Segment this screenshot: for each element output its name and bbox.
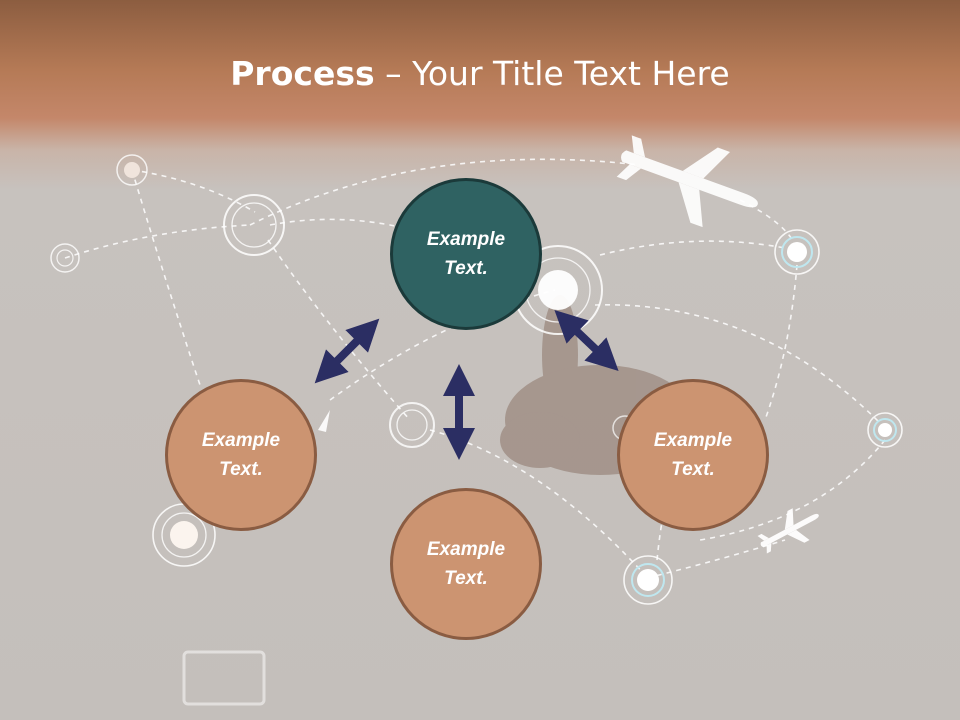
- node-right-line2: Text.: [671, 459, 715, 480]
- airplane-icon: [616, 135, 758, 228]
- location-pin-icon: [223, 194, 285, 256]
- node-top-line2: Text.: [444, 258, 488, 279]
- location-pin-icon: [623, 555, 673, 605]
- node-top-line1: Example: [426, 229, 506, 250]
- node-bottom-line1: Example: [426, 539, 506, 560]
- title-dash: –: [374, 54, 413, 93]
- location-pin-icon: [774, 229, 820, 275]
- node-left: Example Text.: [165, 379, 317, 531]
- node-bottom-line2: Text.: [444, 568, 488, 589]
- location-pin-icon: [389, 402, 435, 448]
- title-rest: Your Title Text Here: [412, 54, 730, 93]
- node-right: Example Text.: [617, 379, 769, 531]
- slide-title: Process – Your Title Text Here: [0, 52, 960, 96]
- node-top: Example Text.: [390, 178, 542, 330]
- airplane-icon: [757, 508, 819, 554]
- location-pin-icon: [116, 154, 148, 186]
- device-outline: [182, 650, 266, 706]
- node-bottom: Example Text.: [390, 488, 542, 640]
- node-left-line2: Text.: [219, 459, 263, 480]
- node-right-line1: Example: [653, 430, 733, 451]
- node-left-line1: Example: [201, 430, 281, 451]
- location-pin-icon: [50, 243, 80, 273]
- title-bold: Process: [230, 54, 375, 93]
- airplane-tail-icon: [318, 410, 330, 432]
- location-pin-icon: [867, 412, 903, 448]
